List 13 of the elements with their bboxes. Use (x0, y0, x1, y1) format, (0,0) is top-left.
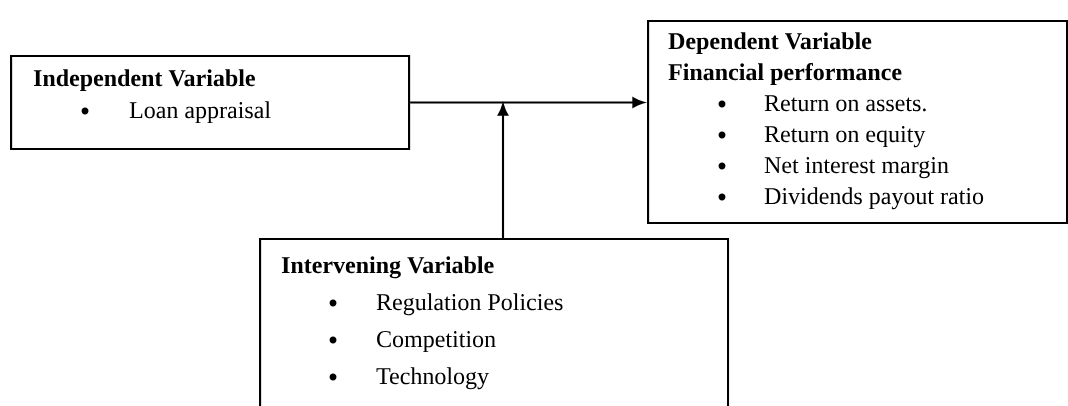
list-item: Net interest margin (764, 157, 949, 179)
list-item: Technology (376, 367, 489, 390)
arrow (497, 104, 509, 238)
list-item: Competition (377, 331, 496, 353)
heading: Financial performance (668, 63, 902, 86)
list-item: Regulation Policies (376, 293, 563, 316)
list-item: Dividends payout ratio (764, 187, 984, 210)
list-item: Loan appraisal (129, 101, 271, 124)
heading: Intervening Variable (281, 256, 494, 279)
heading: Independent Variable (33, 69, 255, 92)
list-item: Return on equity (764, 126, 926, 148)
list-item: Return on assets. (764, 95, 926, 112)
heading: Dependent Variable (668, 32, 872, 55)
